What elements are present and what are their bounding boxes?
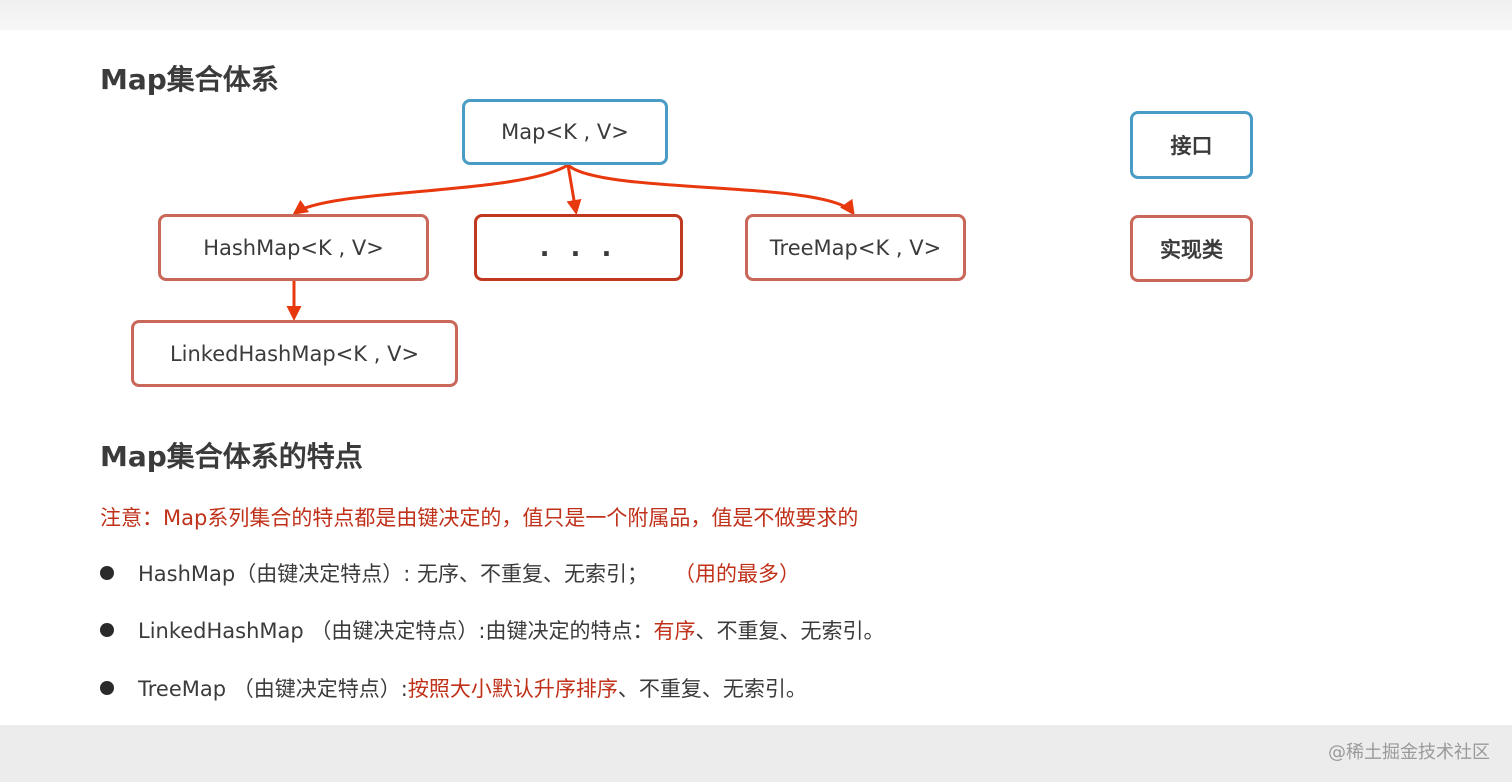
- bullet-dot: [100, 681, 114, 695]
- features-heading: Map集合体系的特点: [100, 440, 363, 473]
- hashmap-label: HashMap<K , V>: [203, 235, 384, 260]
- map-interface-label: Map<K , V>: [501, 120, 629, 144]
- bullet-treemap-prefix: TreeMap （由键决定特点）:: [138, 677, 408, 701]
- other-impl-node: . . .: [474, 214, 683, 281]
- bullet-hashmap-highlight: （用的最多）: [673, 562, 800, 586]
- arrow-map-to-dots: [566, 164, 582, 215]
- linkedhashmap-label: LinkedHashMap<K , V>: [169, 341, 420, 366]
- bullet-treemap: TreeMap （由键决定特点）: 按照大小默认升序排序 、不重复、无索引。: [100, 673, 807, 703]
- bullet-treemap-suffix: 、不重复、无索引。: [617, 677, 807, 701]
- legend-implementation: 实现类: [1130, 215, 1253, 282]
- bullet-hashmap: HashMap（由键决定特点）: 无序、不重复、无索引； （用的最多）: [100, 558, 800, 588]
- bullet-dot: [100, 623, 114, 637]
- bullet-treemap-highlight: 按照大小默认升序排序: [407, 677, 618, 701]
- linkedhashmap-node: LinkedHashMap<K , V>: [131, 320, 458, 387]
- other-impl-label: . . .: [539, 232, 618, 263]
- bullet-dot: [100, 566, 114, 580]
- bullet-linkedhashmap-highlight: 有序: [653, 619, 696, 643]
- treemap-node: TreeMap<K , V>: [745, 214, 966, 281]
- note-text: 注意：Map系列集合的特点都是由键决定的，值只是一个附属品，值是不做要求的: [100, 506, 859, 530]
- map-interface-node: Map<K , V>: [462, 99, 668, 165]
- legend-interface-label: 接口: [1170, 134, 1213, 158]
- legend-interface: 接口: [1130, 111, 1253, 179]
- bullet-linkedhashmap: LinkedHashMap （由键决定特点）:由键决定的特点： 有序 、不重复、…: [100, 615, 884, 645]
- hierarchy-heading: Map集合体系: [100, 63, 279, 96]
- watermark: @稀土掘金技术社区: [1328, 742, 1490, 763]
- bullet-linkedhashmap-suffix: 、不重复、无索引。: [695, 619, 885, 643]
- arrow-map-to-hashmap: [292, 163, 569, 215]
- arrow-map-to-treemap: [566, 163, 855, 216]
- legend-implementation-label: 实现类: [1160, 237, 1223, 262]
- bottom-band: [0, 725, 1512, 782]
- hashmap-node: HashMap<K , V>: [158, 214, 429, 281]
- bullet-linkedhashmap-prefix: LinkedHashMap （由键决定特点）:由键决定的特点：: [138, 619, 654, 643]
- slide: Map集合体系 Map<K , V> HashMap<K , V> . . . …: [0, 30, 1512, 725]
- treemap-label: TreeMap<K , V>: [769, 235, 942, 260]
- top-band: [0, 0, 1512, 30]
- bullet-hashmap-text: HashMap（由键决定特点）: 无序、不重复、无索引；: [138, 562, 648, 586]
